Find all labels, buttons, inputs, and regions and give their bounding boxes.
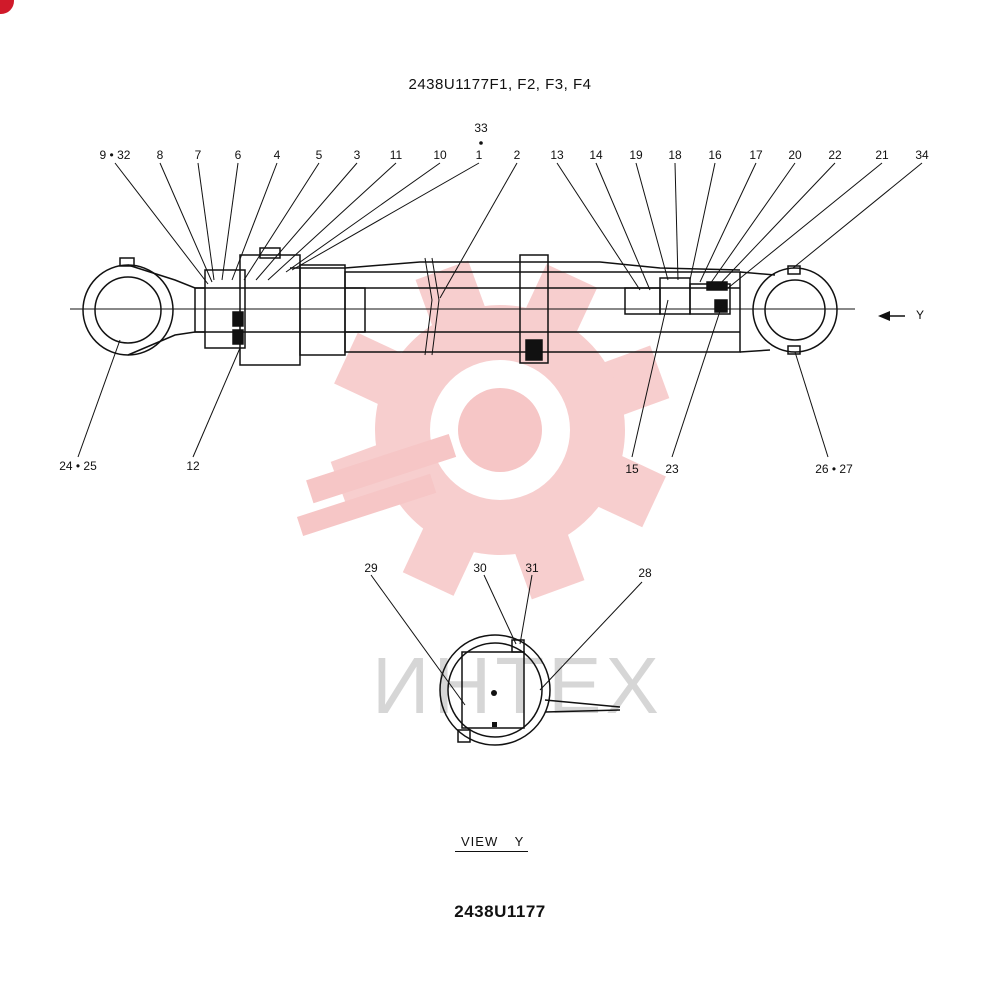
callout-3: 3 xyxy=(353,148,361,162)
callout-20: 20 xyxy=(788,148,802,162)
callout-1: 1 xyxy=(475,148,483,162)
callout-4: 4 xyxy=(273,148,281,162)
callout-26-27: 26 • 27 xyxy=(815,462,853,476)
view-arrow-label: Y xyxy=(916,308,925,322)
callout-19: 19 xyxy=(629,148,643,162)
callout-7: 7 xyxy=(194,148,202,162)
callout-13: 13 xyxy=(550,148,564,162)
callout-33: 33 xyxy=(474,121,488,135)
callout-17: 17 xyxy=(749,148,763,162)
callout-24-25: 24 • 25 xyxy=(59,459,97,473)
callout-34: 34 xyxy=(915,148,929,162)
drawing-number: 2438U1177 xyxy=(454,902,546,921)
callout-23: 23 xyxy=(665,462,679,476)
callout-12: 12 xyxy=(186,459,200,473)
callout-10: 10 xyxy=(433,148,447,162)
callout-8: 8 xyxy=(156,148,164,162)
callout-18: 18 xyxy=(668,148,682,162)
callout-28: 28 xyxy=(638,566,652,580)
callout-22: 22 xyxy=(828,148,842,162)
callout-14: 14 xyxy=(589,148,603,162)
watermark-text: ИНТЕХ xyxy=(372,641,663,730)
callout-30: 30 xyxy=(473,561,487,575)
callout-6: 6 xyxy=(234,148,242,162)
callout-16: 16 xyxy=(708,148,722,162)
callout-15: 15 xyxy=(625,462,639,476)
callout-31: 31 xyxy=(525,561,539,575)
callout-9-32: 9 • 32 xyxy=(99,148,131,162)
callout-29: 29 xyxy=(364,561,378,575)
view-y-label: VIEW Y xyxy=(455,834,529,852)
part-numbers-title: 2438U1177F1, F2, F3, F4 xyxy=(408,76,592,93)
callout-5: 5 xyxy=(315,148,323,162)
callout-2: 2 xyxy=(513,148,521,162)
callout-21: 21 xyxy=(875,148,889,162)
callout-11: 11 xyxy=(389,148,403,162)
